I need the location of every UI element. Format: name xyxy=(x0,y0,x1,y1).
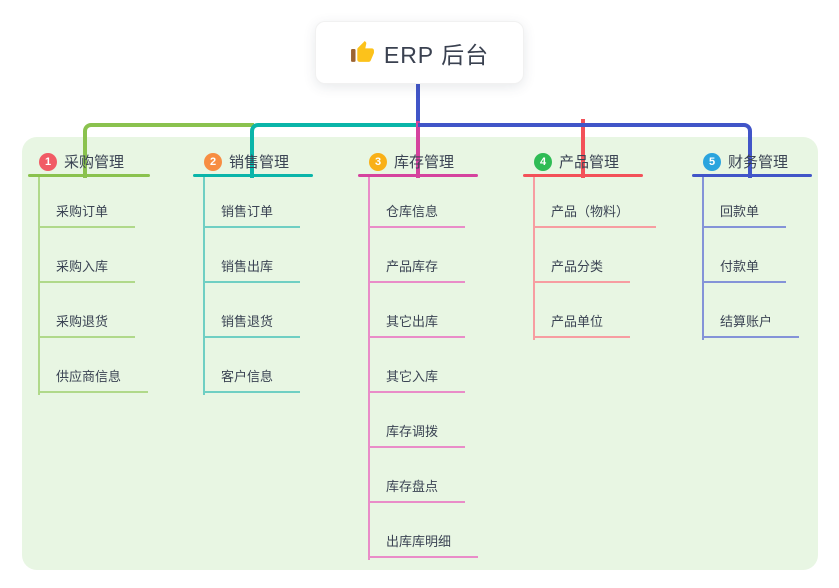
connector-finance-branch xyxy=(418,123,752,178)
child-node-row: 仓库信息 xyxy=(368,177,478,228)
child-node[interactable]: 库存盘点 xyxy=(368,476,466,503)
child-node[interactable]: 产品（物料） xyxy=(533,201,657,228)
branch-label: 产品管理 xyxy=(559,154,620,171)
branch-label: 库存管理 xyxy=(394,154,455,171)
branch-采购管理: 1 采购管理 采购订单采购入库采购退货供应商信息 xyxy=(28,146,150,395)
child-node-row: 采购订单 xyxy=(38,177,150,228)
branch-underline xyxy=(193,174,313,177)
child-node-row: 其它入库 xyxy=(368,338,478,393)
branch-header[interactable]: 5 财务管理 xyxy=(692,146,812,177)
child-node-row: 采购退货 xyxy=(38,283,150,338)
branch-underline xyxy=(28,174,150,177)
branch-number-badge: 3 xyxy=(369,152,387,171)
child-node[interactable]: 销售出库 xyxy=(203,256,301,283)
child-node[interactable]: 其它出库 xyxy=(368,311,466,338)
connector-inventory-branch xyxy=(416,121,420,178)
branch-underline xyxy=(358,174,478,177)
child-node[interactable]: 出库库明细 xyxy=(368,531,479,558)
branch-label: 采购管理 xyxy=(64,154,125,171)
connector-sales-branch xyxy=(250,123,420,178)
child-node[interactable]: 产品库存 xyxy=(368,256,466,283)
child-node-row: 产品（物料） xyxy=(533,177,657,228)
child-node-row: 库存盘点 xyxy=(368,448,478,503)
child-node[interactable]: 产品单位 xyxy=(533,311,631,338)
child-node-row: 产品单位 xyxy=(533,283,643,338)
child-node-row: 库存调拨 xyxy=(368,393,478,448)
branch-库存管理: 3 库存管理 仓库信息产品库存其它出库其它入库库存调拨库存盘点出库库明细 xyxy=(358,146,479,560)
child-node[interactable]: 采购入库 xyxy=(38,256,136,283)
child-node[interactable]: 销售退货 xyxy=(203,311,301,338)
root-connector-line xyxy=(416,84,420,127)
branch-header[interactable]: 1 采购管理 xyxy=(28,146,150,177)
branch-children: 采购订单采购入库采购退货供应商信息 xyxy=(28,177,150,395)
branch-children: 产品（物料） 产品分类产品单位 xyxy=(523,177,657,340)
root-node[interactable]: ERP 后台 xyxy=(315,21,524,84)
child-node[interactable]: 产品分类 xyxy=(533,256,631,283)
child-node-row: 其它出库 xyxy=(368,283,478,338)
branch-number-badge: 5 xyxy=(703,152,721,171)
branch-underline xyxy=(692,174,812,177)
branch-number-badge: 4 xyxy=(534,152,552,171)
branch-spine-line xyxy=(533,177,535,340)
branch-number-badge: 1 xyxy=(39,152,57,171)
child-node-row: 付款单 xyxy=(702,228,812,283)
branch-children: 回款单付款单结算账户 xyxy=(692,177,812,340)
branch-label: 财务管理 xyxy=(728,154,789,171)
child-node[interactable]: 结算账户 xyxy=(702,311,800,338)
branches-panel xyxy=(22,137,818,570)
branch-销售管理: 2 销售管理 销售订单销售出库销售退货客户信息 xyxy=(193,146,313,395)
child-node[interactable]: 供应商信息 xyxy=(38,366,149,393)
child-node-row: 销售订单 xyxy=(203,177,313,228)
child-node[interactable]: 仓库信息 xyxy=(368,201,466,228)
branch-children: 仓库信息产品库存其它出库其它入库库存调拨库存盘点出库库明细 xyxy=(358,177,479,560)
thumbs-up-icon xyxy=(350,40,375,65)
child-node[interactable]: 采购订单 xyxy=(38,201,136,228)
branch-财务管理: 5 财务管理 回款单付款单结算账户 xyxy=(692,146,812,340)
child-node-row: 销售出库 xyxy=(203,228,313,283)
child-node-row: 结算账户 xyxy=(702,283,812,338)
child-node-row: 产品分类 xyxy=(533,228,643,283)
child-node-row: 供应商信息 xyxy=(38,338,150,393)
branch-children: 销售订单销售出库销售退货客户信息 xyxy=(193,177,313,395)
branch-header[interactable]: 3 库存管理 xyxy=(358,146,478,177)
branch-spine-line xyxy=(203,177,205,395)
branch-number-badge: 2 xyxy=(204,152,222,171)
child-node-row: 采购入库 xyxy=(38,228,150,283)
branch-产品管理: 4 产品管理 产品（物料） 产品分类产品单位 xyxy=(523,146,657,340)
branch-spine-line xyxy=(368,177,370,560)
branch-header[interactable]: 4 产品管理 xyxy=(523,146,643,177)
connector-product-branch xyxy=(581,119,585,178)
branch-header[interactable]: 2 销售管理 xyxy=(193,146,313,177)
child-node-row: 出库库明细 xyxy=(368,503,479,558)
branch-spine-line xyxy=(38,177,40,395)
child-node[interactable]: 销售订单 xyxy=(203,201,301,228)
child-node-row: 客户信息 xyxy=(203,338,313,393)
branch-underline xyxy=(523,174,643,177)
branch-spine-line xyxy=(702,177,704,340)
connector-purchase-branch xyxy=(83,123,254,178)
child-node[interactable]: 采购退货 xyxy=(38,311,136,338)
child-node[interactable]: 其它入库 xyxy=(368,366,466,393)
child-node[interactable]: 回款单 xyxy=(702,201,787,228)
child-node-row: 销售退货 xyxy=(203,283,313,338)
child-node-row: 产品库存 xyxy=(368,228,478,283)
child-node-row: 回款单 xyxy=(702,177,812,228)
child-node[interactable]: 客户信息 xyxy=(203,366,301,393)
child-node[interactable]: 付款单 xyxy=(702,256,787,283)
child-node[interactable]: 库存调拨 xyxy=(368,421,466,448)
branch-label: 销售管理 xyxy=(229,154,290,171)
root-title: ERP 后台 xyxy=(383,41,490,68)
